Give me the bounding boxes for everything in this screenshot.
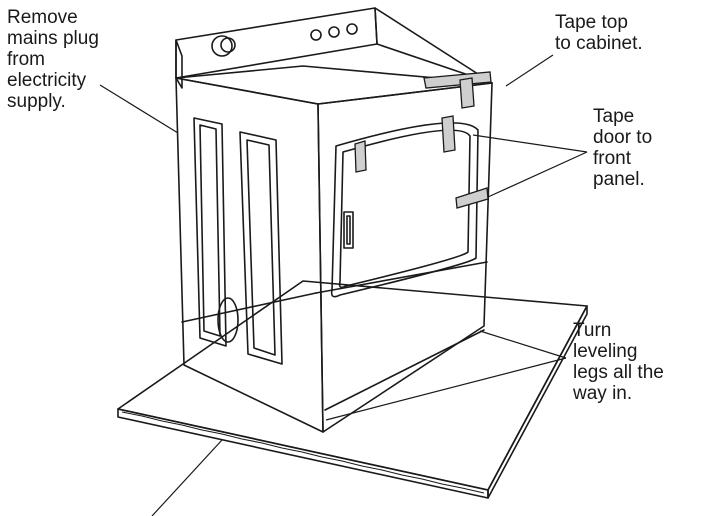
control-console — [175, 7, 493, 89]
leader-tape-door-2 — [487, 151, 588, 198]
tape-door-right — [441, 115, 456, 153]
leader-legs-1 — [479, 330, 567, 359]
control-knob-icon — [346, 23, 358, 35]
leader-lines — [99, 54, 588, 516]
leader-tape-top — [505, 54, 554, 87]
side-panel-vents — [193, 117, 283, 365]
leader-base — [151, 439, 223, 516]
leader-legs-2 — [325, 357, 567, 421]
leader-tape-door-1 — [472, 134, 588, 153]
tape-strips — [354, 71, 492, 209]
control-knob-icon — [328, 26, 340, 38]
label-leveling-legs: Turn leveling legs all the way in. — [573, 320, 664, 404]
leader-unplug — [99, 84, 179, 134]
label-unplug: Remove mains plug from electricity suppl… — [7, 7, 99, 112]
tape-top-drop — [459, 77, 475, 109]
control-knob-icon — [310, 29, 322, 41]
door-handle-icon — [343, 211, 354, 249]
tape-door-left — [354, 140, 367, 173]
tape-door-front — [455, 187, 489, 209]
timer-dial-icon — [211, 35, 233, 57]
cardboard-base — [117, 280, 588, 499]
tape-top-strip — [423, 71, 492, 89]
label-tape-door: Tape door to front panel. — [593, 106, 653, 190]
exhaust-vent-icon — [217, 297, 239, 343]
label-tape-top: Tape top to cabinet. — [555, 12, 643, 54]
dryer-door — [330, 122, 479, 298]
